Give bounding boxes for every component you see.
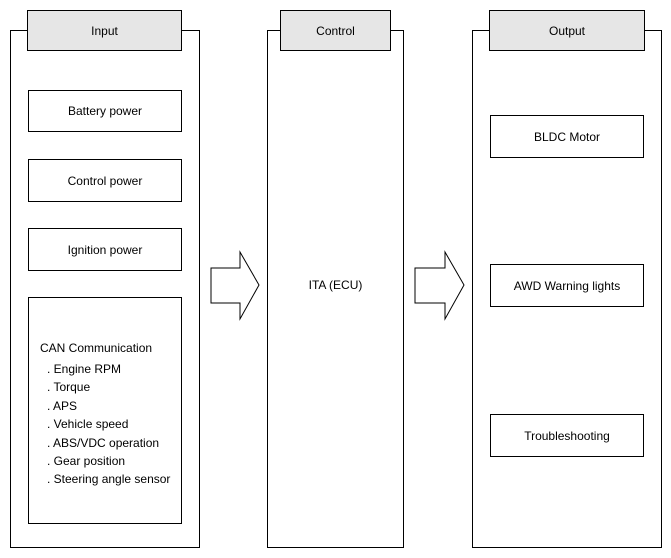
control-power-box: Control power [28,159,182,202]
awd-warning-lights-box: AWD Warning lights [490,264,644,307]
input-header: Input [27,10,182,51]
can-item-vehicle-speed: . Vehicle speed [47,417,129,432]
can-item-gear-position: . Gear position [47,454,126,469]
bldc-motor-box: BLDC Motor [490,115,644,158]
input-to-control-arrow-shape [210,250,260,321]
can-item-torque: . Torque [47,380,91,395]
can-item-engine-rpm: . Engine RPM [47,362,122,376]
can-item-aps: . APS [47,398,78,413]
control-to-output-arrow-shape [414,250,465,321]
ita-ecu-label: ITA (ECU) [308,278,363,292]
ignition-power-box: Ignition power [28,228,182,271]
can-communication-box: CAN Communication . Engine RPM . Torque … [28,297,182,524]
output-header: Output [489,10,645,51]
control-column [267,30,404,548]
can-signal-list: . Engine RPM . Torque . APS . Vehicle sp… [47,360,170,489]
can-communication-title: CAN Communication [40,341,153,355]
can-item-abs-vdc-operation: . ABS/VDC operation [47,435,160,450]
input-to-control-arrow [210,250,260,321]
can-item-steering-angle-sensor: . Steering angle sensor [47,472,171,487]
troubleshooting-box: Troubleshooting [490,414,644,457]
control-to-output-arrow [414,250,465,321]
battery-power-box: Battery power [28,90,182,132]
control-header: Control [280,10,391,51]
